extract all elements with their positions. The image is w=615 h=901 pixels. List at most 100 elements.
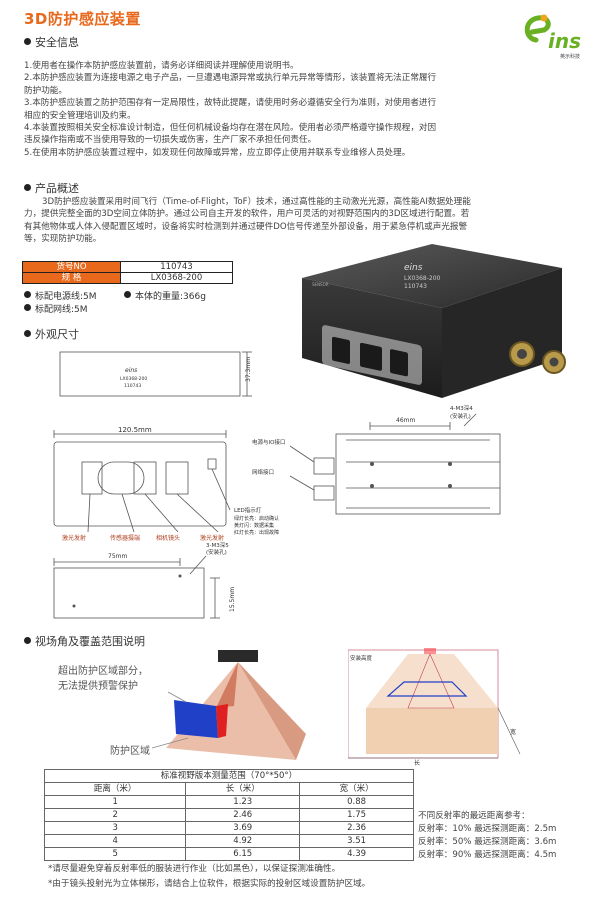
reflectivity-title: 不同反射率的最远距离参考： [418,811,530,821]
table-cell: 2 [43,808,187,822]
measurement-table: 标准视野版本测量范围（70°*50°） 距离（米） 长（米） 宽（米） 1 1.… [43,769,414,861]
top-dim-label: 46mm [396,417,415,424]
outside-zone [216,662,238,708]
laser-emitter-window [81,461,103,495]
bullet-dot [24,637,31,644]
reflectivity-line: 反射率：50% 最远探测距离：3.6m [418,837,557,847]
tag-label: 激光发射 [62,534,86,542]
table-cell: 2.36 [299,821,414,835]
table-row: 2 2.46 1.75 [43,808,414,822]
overview-line: 等，实现防护功能。 [24,234,102,245]
overview-heading-text: 产品概述 [35,182,79,195]
frustum-edge [407,653,455,709]
spec-bullet: 本体的重量:366g [124,289,206,302]
dimensions-heading-text: 外观尺寸 [35,328,79,341]
front-code: 110743 [124,383,141,389]
spec-bullet-text: 本体的重量:366g [135,292,206,302]
sensor-icon [218,650,258,662]
protection-zone [238,662,306,760]
tag-label: 传感器摄端 [110,534,140,542]
device-lens [390,349,408,377]
dimension-drawings: eins LX0368-200 110743 37.3mm 120.5mm 激光… [53,351,501,619]
table-header: 长（米） [185,782,301,796]
bullet-dot [24,291,31,298]
connector-icon [549,357,559,367]
fov-heading: 视场角及覆盖范围说明 [24,633,145,649]
bullet-dot [24,304,31,311]
network-port [313,485,335,501]
frustum-top [366,654,498,708]
mount-hole [448,462,452,466]
side-port-label: 电源与IO接口 [252,438,285,446]
power-io-port [313,457,335,475]
led-title: LED指示灯 [234,506,262,514]
spec-value: LX0368-200 [120,272,233,284]
table-cell: 4 [43,834,187,848]
table-cell: 1.23 [185,795,301,809]
safety-heading-text: 安全信息 [35,36,79,49]
screw-sub-label: (安装孔) [450,412,471,420]
fov-frustum-diagram: 安装高度 宽 长 [348,648,521,766]
table-cell: 4.39 [299,847,414,861]
screw-sub-label: (安装孔) [206,548,227,556]
laser-emitter-window [165,461,189,495]
spec-label: 规 格 [22,272,121,284]
spec-bullet-text: 标配网线:5M [35,305,88,315]
table-cell: 1.75 [299,808,414,822]
safety-text: 1.使用者在操作本防护感应装置前，请务必详细阅读并理解使用说明书。 2.本防护感… [24,60,589,159]
bullet-dot [124,291,131,298]
fov-note: 无法提供预警保护 [58,681,138,692]
mount-hole [72,604,76,608]
fov-pyramid-diagram [151,650,306,760]
mount-hole [370,484,374,488]
table-header: 宽（米） [299,782,414,796]
table-title-row: 标准视野版本测量范围（70°*50°） [44,769,414,783]
intruding-object [216,704,228,738]
device-front-face [442,268,562,398]
width-dim-label: 120.5mm [118,426,152,434]
front-model: LX0368-200 [120,376,147,382]
table-cell: 5 [43,847,187,861]
device-photo-model: LX0368-200 [404,275,441,282]
overview-line: 力，提供完整全面的3D空间立体防护。通过公司自主开发的软件，用户可灵活的对视野范… [24,209,470,220]
footnote: *由于镜头投射光为立体梯形，请结合上位软件，根据实际的投射区域设置防护区域。 [48,879,371,889]
height-dim-label: 37.3mm [245,357,252,382]
screw-label: 3-M3深5 [206,541,229,549]
table-row: 4 4.92 3.51 [43,834,414,848]
table-row: 5 6.15 4.39 [43,847,414,861]
led-line: 绿灯长亮：启动确认 [234,515,279,522]
led-line: 黄灯闪：数据采集 [234,522,274,529]
frustum-side [366,708,498,754]
table-cell: 4.92 [185,834,301,848]
zone-outline [386,681,468,697]
side-view-outline [335,433,501,515]
bullet-dot [24,184,31,191]
table-header: 距离（米） [43,782,187,796]
spec-table: 货号NO 110743 规 格 LX0368-200 [22,261,233,284]
bullet-dot [24,330,31,337]
device-photo: eins LX0368-200 110743 SENSOR [302,244,566,398]
device-photo-side-label: SENSOR [312,282,329,287]
top-view-outline [53,441,227,527]
mount-hole [178,574,182,578]
overview-line: 3D防护感应装置采用时间飞行（Time-of-Flight，ToF）技术，通过高… [42,197,471,207]
safety-line: 3.本防护感应装置之防护范围存有一定局限性，故特此提醒，请使用时务必遵循安全行为… [24,98,437,109]
reflectivity-line: 反射率：90% 最远探测距离：4.5m [418,850,557,860]
bottom-view-outline [53,567,205,619]
fov-note-zone: 防护区域 [110,746,150,757]
overview-text: 3D防护感应装置采用时间飞行（Time-of-Flight，ToF）技术，通过高… [24,196,592,246]
diag-label: 长 [414,759,420,766]
table-cell: 0.88 [299,795,414,809]
fov-notes: 超出防护区域部分， 无法提供预警保护 [58,664,148,694]
eins-logo: ins [524,14,581,53]
dimensions-heading: 外观尺寸 [24,326,79,342]
tag-label: 激光发射 [200,534,224,542]
led-line: 红灯长亮：出现故障 [234,529,279,536]
front-logo: eins [125,367,137,374]
spec-bullet-text: 标配电源线:5M [35,292,97,302]
safety-heading: 安全信息 [24,34,79,50]
footnote: *请尽量避免穿着反射率低的服装进行作业（比如黑色），以保证探测准确性。 [48,864,341,874]
page-title: 3D防护感应装置 [24,10,141,28]
reflectivity-ref: 不同反射率的最远距离参考： 反射率：10% 最远探测距离：2.5m 反射率：50… [418,810,556,862]
table-title: 标准视野版本测量范围（70°*50°） [44,769,414,783]
